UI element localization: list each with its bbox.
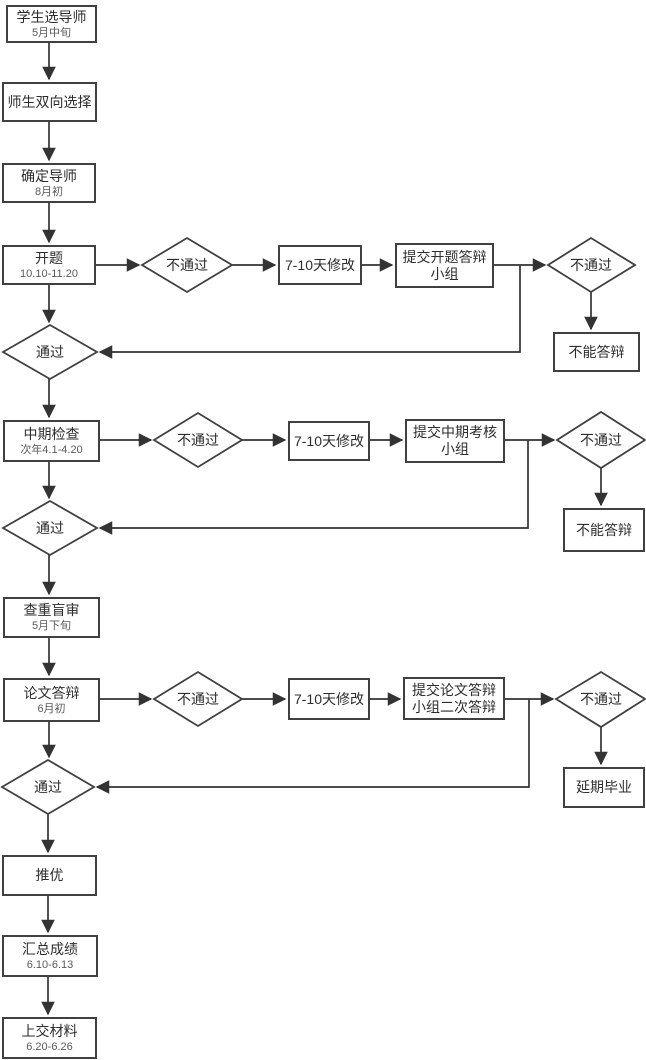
- node-label: 查重盲审: [23, 602, 80, 618]
- decision-diamond-second-defense-fail: [554, 670, 646, 729]
- node-label: 提交论文答辩 小组二次答辩: [412, 681, 496, 715]
- flow-node-delayed-graduation: 延期毕业: [563, 767, 645, 808]
- node-date: 6.10-6.13: [26, 958, 74, 971]
- node-label: 不能答辩: [576, 521, 632, 538]
- node-label: 7-10天修改: [293, 690, 365, 707]
- decision-diamond-defense-pass: [0, 758, 96, 816]
- flow-node-student-select-advisor: 学生选导师 5月中旬: [6, 5, 97, 43]
- node-label: 开题: [35, 249, 63, 266]
- flow-node-confirm-advisor: 确定导师 8月初: [2, 163, 96, 203]
- decision-label-midterm-pass: 通过: [36, 520, 64, 536]
- node-date: 6.20-6.26: [26, 1040, 73, 1053]
- node-date: 5月中旬: [31, 26, 72, 39]
- flow-node-submit-proposal-defense-group: 提交开题答辩 小组: [395, 243, 494, 288]
- flow-node-midterm-check: 中期检查 次年4.1-4.20: [3, 420, 100, 462]
- node-label: 7-10天修改: [284, 256, 356, 273]
- decision-diamond-proposal-pass: [1, 323, 99, 381]
- decision-diamond-defense-fail: [152, 670, 244, 728]
- flow-node-submit-materials: 上交材料 6.20-6.26: [2, 1017, 97, 1059]
- node-date: 5月下旬: [31, 620, 72, 632]
- flow-node-revise-7-10-days-2: 7-10天修改: [288, 421, 370, 461]
- decision-label-second-defense-fail: 不通过: [580, 691, 622, 707]
- node-label: 师生双向选择: [7, 93, 92, 110]
- node-label: 中期检查: [23, 425, 80, 442]
- feedback-arrow: [98, 440, 529, 535]
- node-label: 7-10天修改: [293, 432, 365, 449]
- feedback-arrow: [95, 699, 530, 794]
- node-label: 不能答辩: [568, 343, 625, 360]
- node-label: 上交材料: [21, 1022, 78, 1039]
- decision-diamond-proposal-review-fail: [546, 236, 637, 294]
- flow-node-cannot-defend-1: 不能答辩: [553, 332, 640, 372]
- flow-node-submit-second-defense-group: 提交论文答辩 小组二次答辩: [403, 677, 505, 720]
- node-label: 论文答辩: [23, 684, 80, 701]
- decision-label-defense-pass: 通过: [34, 779, 62, 795]
- flow-node-summarize-grades: 汇总成绩 6.10-6.13: [2, 935, 98, 977]
- decision-label-proposal-review-fail: 不通过: [570, 257, 612, 273]
- flow-node-recommend-excellence: 推优: [2, 855, 97, 896]
- decision-label-proposal-pass: 通过: [36, 344, 64, 360]
- node-date: 8月初: [34, 185, 64, 198]
- flow-node-plagiarism-blind-review: 查重盲审 5月下旬: [3, 597, 100, 638]
- node-label: 学生选导师: [16, 8, 87, 25]
- node-date: 6月初: [37, 702, 66, 715]
- decision-label-midterm-review-fail: 不通过: [580, 432, 622, 448]
- flow-node-cannot-defend-2: 不能答辩: [563, 508, 645, 552]
- node-label: 推优: [35, 867, 64, 883]
- node-date: 10.10-11.20: [20, 267, 78, 280]
- flow-node-thesis-defense: 论文答辩 6月初: [3, 678, 100, 722]
- flow-node-proposal: 开题 10.10-11.20: [2, 245, 96, 285]
- flow-node-mutual-selection: 师生双向选择: [2, 82, 97, 122]
- node-date: 次年4.1-4.20: [20, 443, 83, 456]
- flow-node-revise-7-10-days-1: 7-10天修改: [278, 245, 362, 285]
- feedback-arrow: [98, 265, 521, 359]
- decision-diamond-proposal-fail: [140, 236, 234, 294]
- node-label: 确定导师: [21, 167, 77, 184]
- decision-diamond-midterm-pass: [1, 499, 99, 557]
- decision-label-proposal-fail: 不通过: [166, 257, 208, 273]
- node-label: 延期毕业: [576, 779, 632, 795]
- decision-label-midterm-fail: 不通过: [177, 432, 219, 448]
- node-label: 提交开题答辩 小组: [402, 248, 487, 282]
- node-label: 提交中期考核 小组: [413, 424, 497, 457]
- decision-diamond-midterm-review-fail: [555, 410, 646, 470]
- decision-diamond-midterm-fail: [152, 411, 244, 469]
- flow-node-submit-midterm-assessment-group: 提交中期考核 小组: [405, 419, 505, 463]
- decision-label-defense-fail: 不通过: [177, 691, 219, 707]
- flow-node-revise-7-10-days-3: 7-10天修改: [288, 678, 370, 720]
- node-label: 汇总成绩: [22, 940, 78, 957]
